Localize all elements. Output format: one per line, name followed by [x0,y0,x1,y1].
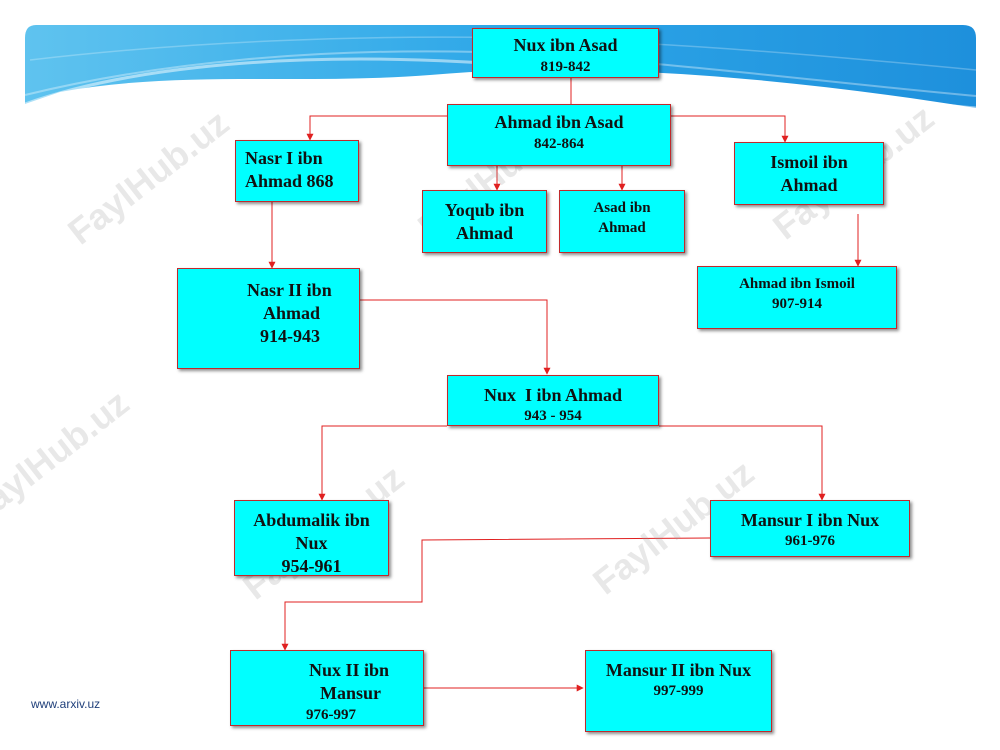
connector-nux1-abdumalik [318,425,447,501]
node-line1: Abdumalik ibn [253,510,370,530]
node-line2: Nux [295,533,328,553]
node-years: 943 - 954 [524,408,582,424]
node-years: 954-961 [281,556,342,576]
node-nasr-ii: Nasr II ibn Ahmad 914-943 [177,268,360,369]
node-years: 842-864 [534,136,584,152]
node-name: Mansur I ibn Nux [740,510,880,530]
node-ahmad-ibn-asad: Ahmad ibn Asad 842-864 [447,104,671,166]
node-yoqub: Yoqub ibn Ahmad [422,190,547,253]
connector-ahmad-ismoil [671,115,789,143]
node-line2: Ahmad 868 [245,171,334,191]
node-name: Nux ibn Asad [513,35,618,55]
node-line2: Mansur [320,683,382,703]
node-nux-i: Nux I ibn Ahmad 943 - 954 [447,375,659,426]
connector-nasr2-nux1 [360,299,551,375]
node-asad-ibn-ahmad: Asad ibn Ahmad [559,190,685,253]
node-years: 914-943 [260,326,320,346]
node-years: 907-914 [772,296,822,312]
node-years: 819-842 [540,59,591,75]
node-line2: Ahmad [598,220,646,236]
node-line1: Nasr II ibn [247,280,332,300]
node-line1: Nux II ibn [309,660,390,680]
node-line2: Ahmad [263,303,321,323]
connector-ahmad-nasr1 [306,115,447,141]
node-mansur-ii: Mansur II ibn Nux 997-999 [585,650,772,732]
node-nasr-i: Nasr I ibn Ahmad 868 [235,140,359,202]
footer-source: www.arxiv.uz [31,697,101,711]
node-abdumalik: Abdumalik ibn Nux 954-961 [234,500,389,576]
node-years: 997-999 [653,683,704,699]
node-name: Mansur II ibn Nux [605,660,752,680]
node-line1: Ismoil ibn [770,152,848,172]
node-name: Ahmad ibn Ismoil [739,276,855,292]
node-name: Nux I ibn Ahmad [483,385,623,405]
connector-nux1-mansur1 [659,425,826,501]
connector-mansur1-nux2 [281,537,711,651]
node-ismoil: Ismoil ibn Ahmad [734,142,884,205]
node-years: 961-976 [785,533,835,549]
node-ahmad-ibn-ismoil: Ahmad ibn Ismoil 907-914 [697,266,897,329]
node-mansur-i: Mansur I ibn Nux 961-976 [710,500,910,557]
node-nux-ii: Nux II ibn Mansur 976-997 [230,650,424,726]
node-nux-ibn-asad: Nux ibn Asad 819-842 [472,28,659,78]
node-name: Ahmad ibn Asad [494,112,624,132]
node-years: 976-997 [306,707,356,723]
node-line1: Nasr I ibn [245,148,323,168]
node-line1: Asad ibn [593,200,651,216]
node-line2: Ahmad [455,223,513,243]
node-line1: Yoqub ibn [444,200,525,220]
node-line2: Ahmad [780,175,838,195]
